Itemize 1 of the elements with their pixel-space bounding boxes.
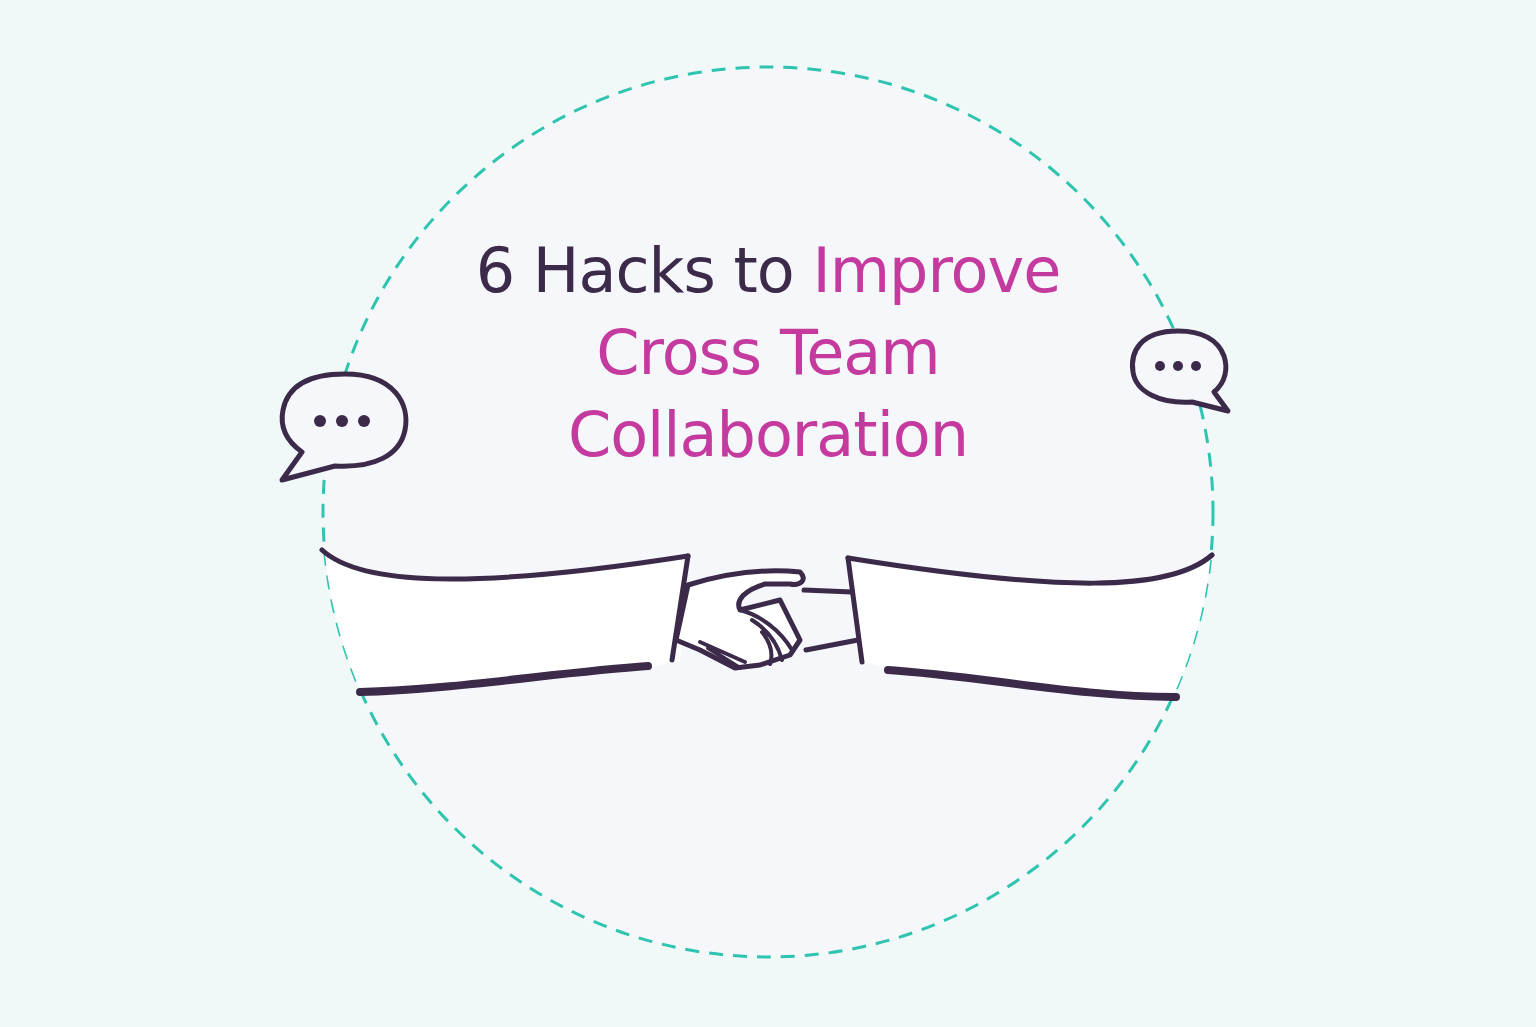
title: 6 Hacks to Improve Cross Team Collaboration: [474, 233, 1062, 473]
